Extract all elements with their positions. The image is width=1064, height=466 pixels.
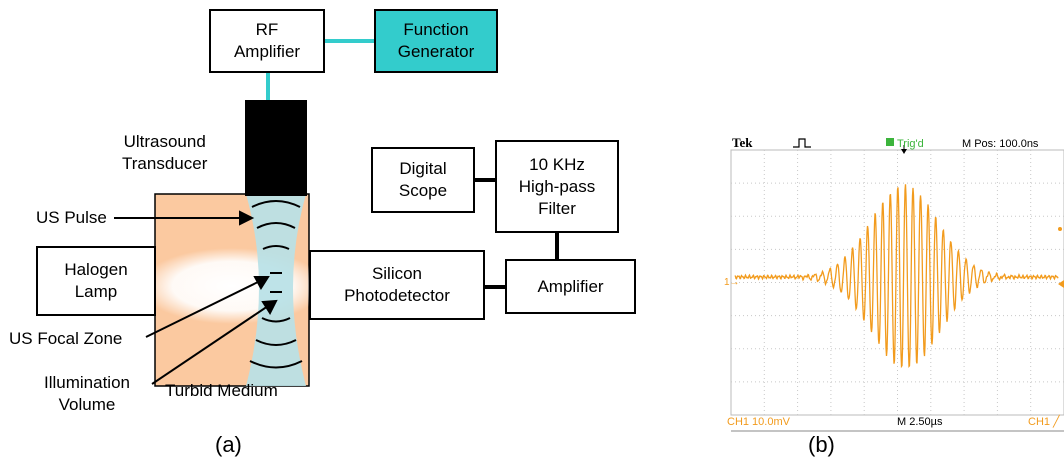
function-generator-block: Function Generator bbox=[374, 9, 498, 73]
scope-brand: Tek bbox=[732, 135, 753, 150]
oscilloscope-screenshot bbox=[727, 135, 1064, 432]
annotation-arrows bbox=[114, 210, 278, 385]
silicon-photodetector-block: Silicon Photodetector bbox=[309, 250, 485, 320]
scope-trigger-status: Trig'd bbox=[897, 138, 924, 150]
ultrasound-beam bbox=[246, 194, 306, 386]
ultrasound-transducer-label: Ultrasound Transducer bbox=[122, 132, 208, 173]
us-focal-zone-label: US Focal Zone bbox=[9, 329, 123, 348]
ultrasound-transducer bbox=[245, 100, 307, 196]
illumination-volume bbox=[140, 248, 324, 324]
scope-channel-marker: 1→ bbox=[724, 277, 740, 288]
turbid-medium-label: Turbid Medium bbox=[165, 381, 278, 400]
trigger-position-marker bbox=[901, 149, 907, 154]
trigger-indicator-box bbox=[886, 138, 894, 146]
pulse-icon bbox=[793, 138, 811, 148]
ultrasound-wavefronts bbox=[249, 200, 303, 369]
high-pass-filter-block: 10 KHz High-pass Filter bbox=[495, 140, 619, 233]
scope-trace bbox=[734, 184, 1059, 369]
scope-position: M Pos: 100.0ns bbox=[962, 138, 1039, 150]
halogen-lamp-block: Halogen Lamp bbox=[36, 246, 156, 316]
trigger-level-marker bbox=[1058, 280, 1064, 288]
illumination-volume-label: Illumination Volume bbox=[44, 373, 130, 414]
scope-trigger-channel: CH1 ╱ bbox=[1028, 416, 1060, 428]
panel-b-caption: (b) bbox=[808, 432, 835, 457]
scope-time-scale: M 2.50µs bbox=[897, 416, 943, 428]
amplifier-block: Amplifier bbox=[505, 259, 636, 314]
us-pulse-label: US Pulse bbox=[36, 208, 107, 227]
digital-scope-block: Digital Scope bbox=[371, 147, 475, 213]
panel-a-caption: (a) bbox=[215, 432, 242, 457]
rf-amplifier-block: RF Amplifier bbox=[209, 9, 325, 73]
scope-channel-scale: CH1 10.0mV bbox=[727, 416, 790, 428]
